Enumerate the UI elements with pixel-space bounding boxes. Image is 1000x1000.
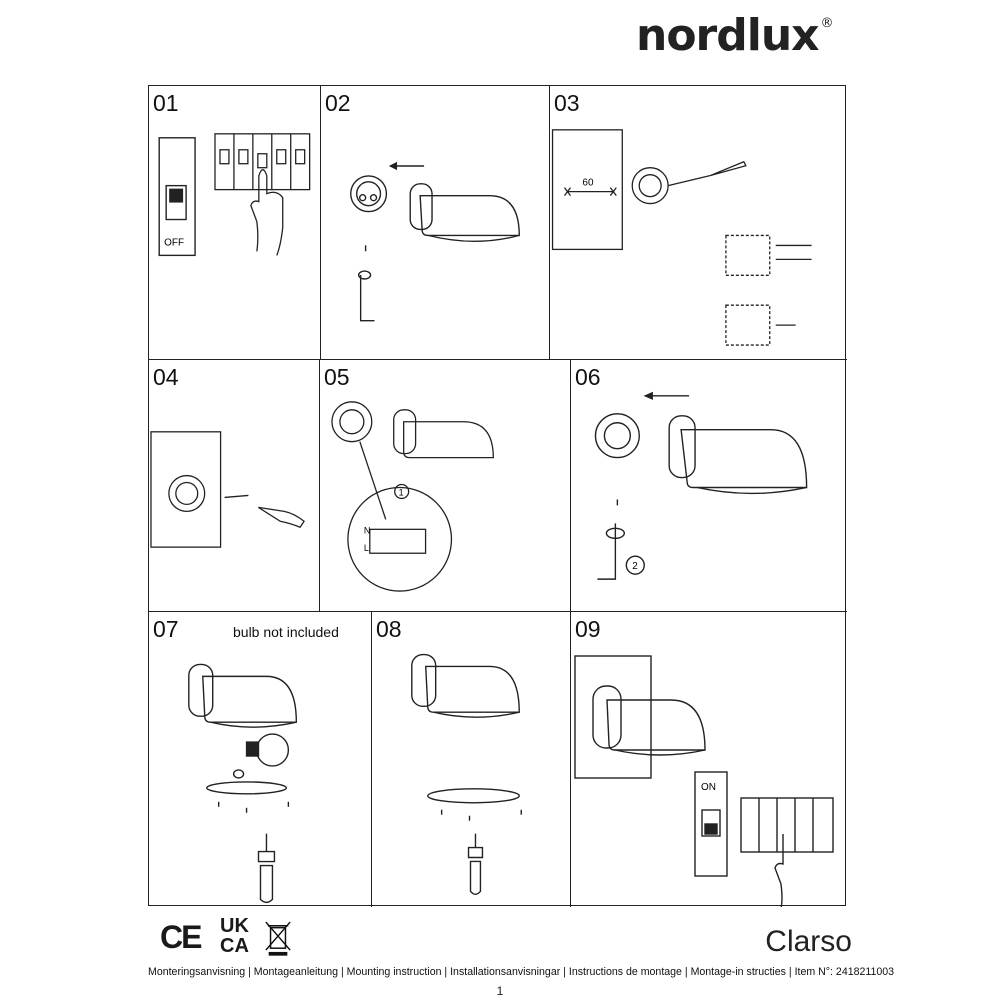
callout-1: 1: [399, 487, 404, 497]
attach-diffuser-illustration: [411, 653, 522, 896]
callout-2: 2: [632, 561, 638, 572]
page-number: 1: [496, 984, 504, 998]
step-08-panel: 08: [372, 612, 571, 907]
distance-label: 60: [582, 178, 594, 189]
breaker-off-illustration: OFF: [158, 133, 311, 257]
ce-mark: CE: [160, 919, 202, 955]
step-06-panel: 06 2: [571, 360, 847, 612]
step-05-panel: 05 1 N L: [320, 360, 571, 612]
brand-logo: nordlux®: [636, 10, 834, 61]
instruction-languages: Monteringsanvisning | Montageanleitung |…: [148, 966, 895, 978]
insert-bulb-illustration: [188, 663, 298, 904]
on-label: ON: [701, 782, 716, 793]
step-02-panel: 02: [320, 86, 550, 360]
step-04-panel: 04: [149, 360, 320, 612]
step-number: 03: [554, 90, 580, 116]
attach-lamp-illustration: 2: [594, 391, 808, 580]
wire-label-l: L: [364, 543, 369, 553]
ukca-mark-bottom: CA: [220, 935, 249, 957]
weee-bin-icon: [265, 921, 291, 956]
step-07-panel: 07 bulb not included: [149, 612, 372, 907]
step-03-panel: 03 60: [550, 86, 847, 360]
step-number: 09: [575, 616, 601, 642]
step-number: 01: [153, 90, 179, 116]
product-name: Clarso: [765, 925, 852, 958]
breaker-on-illustration: ON: [574, 655, 834, 907]
step-number: 05: [324, 364, 350, 390]
instruction-grid: 01 OFF 02: [148, 85, 847, 907]
certification-marks: CE UK CA: [160, 915, 320, 960]
drill-wall-illustration: 60: [551, 129, 812, 346]
step-09-panel: 09 ON: [571, 612, 847, 907]
step-number: 07: [153, 616, 179, 642]
step-number: 08: [376, 616, 402, 642]
ukca-mark-top: UK: [220, 915, 249, 937]
registered-mark: ®: [820, 16, 834, 31]
step-number: 02: [325, 90, 351, 116]
off-label: OFF: [164, 237, 184, 248]
step-number: 04: [153, 364, 179, 390]
wire-label-n: N: [364, 525, 370, 535]
remove-lamp-illustration: [350, 161, 520, 322]
bulb-note: bulb not included: [233, 624, 339, 640]
step-number: 06: [575, 364, 601, 390]
mount-bracket-illustration: [150, 431, 305, 548]
wiring-illustration: 1 N L: [331, 401, 494, 592]
